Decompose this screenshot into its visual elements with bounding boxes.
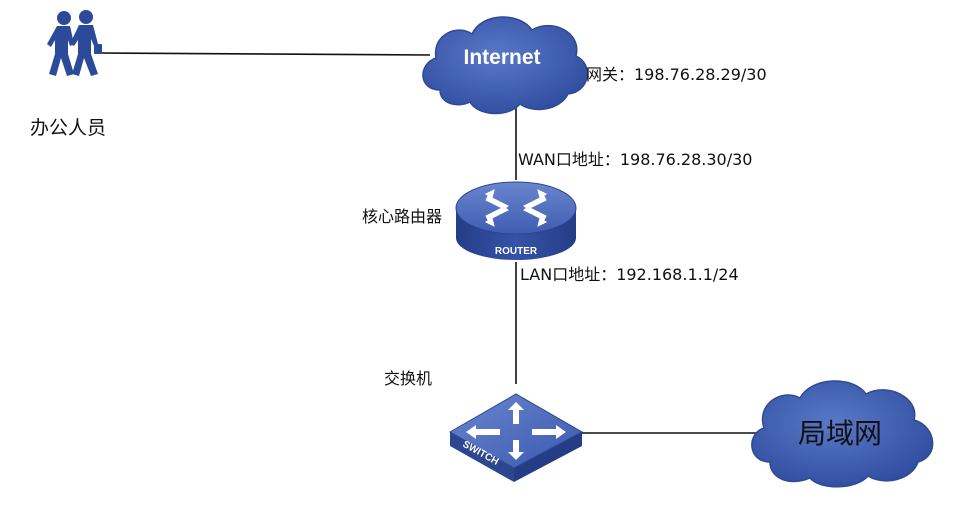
core-router-label: 核心路由器 <box>362 207 442 226</box>
edge-staff-internet <box>97 52 431 56</box>
lan-label: 局域网 <box>798 417 882 450</box>
core-router-node: ROUTER 核心路由器 <box>362 181 577 260</box>
lan-node: 局域网 <box>751 380 934 488</box>
internet-node: Internet <box>422 16 589 115</box>
wan-address-annotation: WAN口地址：198.76.28.30/30 <box>518 150 753 169</box>
switch-icon: SWITCH <box>448 393 584 482</box>
gateway-annotation: 网关：198.76.28.29/30 <box>586 65 767 84</box>
router-icon: ROUTER <box>455 181 577 260</box>
office-staff-label: 办公人员 <box>30 117 106 139</box>
router-device-text: ROUTER <box>495 246 538 257</box>
office-staff-node: 办公人员 <box>30 10 106 139</box>
connection-lines <box>97 52 758 434</box>
switch-node: SWITCH 交换机 <box>384 369 584 482</box>
internet-cloud-icon <box>422 16 589 115</box>
lan-address-annotation: LAN口地址：192.168.1.1/24 <box>520 265 739 284</box>
switch-label: 交换机 <box>384 369 432 388</box>
lan-cloud-icon <box>751 380 934 488</box>
internet-label: Internet <box>463 46 540 69</box>
people-icon <box>47 10 102 76</box>
